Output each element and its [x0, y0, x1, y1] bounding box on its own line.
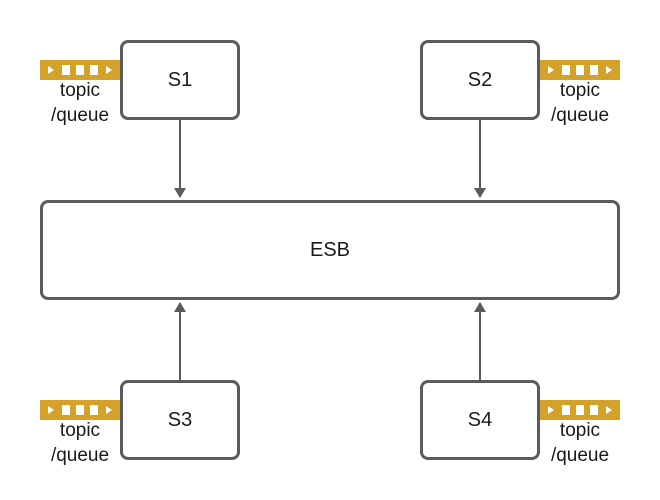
- queue-label-line1: topic: [59, 420, 101, 441]
- node-esb[interactable]: ESB: [40, 200, 620, 300]
- queue-label-line2: /queue: [50, 105, 110, 126]
- queue-label-line1: topic: [59, 80, 101, 101]
- queue-label-s1: topic /queue: [30, 78, 130, 128]
- queue-label-s3: topic /queue: [30, 418, 130, 468]
- message-queue-icon: [40, 60, 120, 80]
- node-s1-label: S1: [167, 68, 193, 91]
- node-s4-label: S4: [467, 408, 493, 431]
- message-queue-icon: [540, 60, 620, 80]
- node-s1[interactable]: S1: [120, 40, 240, 120]
- node-s2-label: S2: [467, 68, 493, 91]
- queue-label-s4: topic /queue: [530, 418, 630, 468]
- queue-label-line2: /queue: [50, 445, 110, 466]
- node-s2[interactable]: S2: [420, 40, 540, 120]
- message-queue-icon: [40, 400, 120, 420]
- node-s3-label: S3: [167, 408, 193, 431]
- queue-label-s2: topic /queue: [530, 78, 630, 128]
- node-s3[interactable]: S3: [120, 380, 240, 460]
- node-esb-label: ESB: [309, 238, 351, 261]
- message-queue-icon: [540, 400, 620, 420]
- queue-label-line1: topic: [559, 80, 601, 101]
- queue-label-line1: topic: [559, 420, 601, 441]
- queue-label-line2: /queue: [550, 445, 610, 466]
- queue-label-line2: /queue: [550, 105, 610, 126]
- node-s4[interactable]: S4: [420, 380, 540, 460]
